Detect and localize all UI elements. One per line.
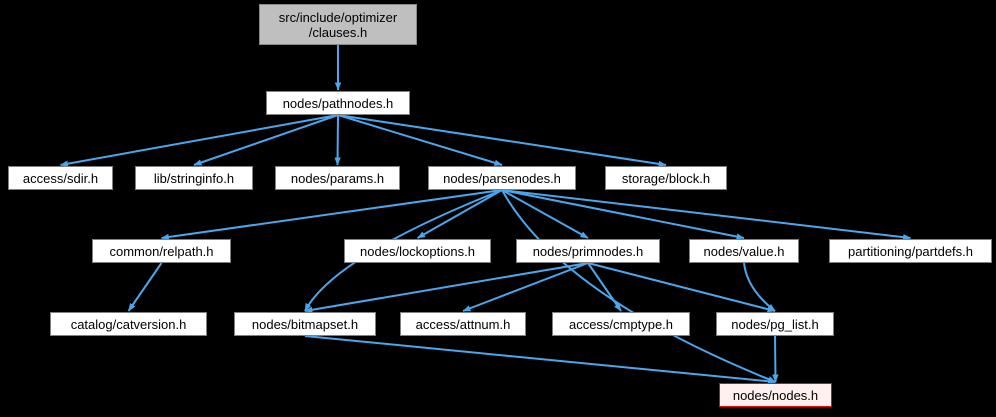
graph-node-sdir[interactable]: access/sdir.h — [8, 166, 113, 190]
edge-relpath-to-catversion — [127, 262, 163, 312]
edge-pathnodes-to-sdir — [60, 114, 339, 167]
graph-node-partdefs[interactable]: partitioning/partdefs.h — [829, 239, 992, 263]
edge-parsenodes-to-relpath — [161, 189, 503, 241]
edge-primnodes-to-cmptype — [587, 262, 622, 312]
edge-parsenodes-to-value — [501, 189, 745, 240]
graph-node-nodes[interactable]: nodes/nodes.h — [719, 383, 832, 407]
graph-node-catversion[interactable]: catalog/catversion.h — [50, 312, 207, 336]
edge-pathnodes-to-stringinfo — [193, 114, 339, 166]
graph-node-relpath[interactable]: common/relpath.h — [92, 239, 231, 263]
edge-bitmapset-to-nodes — [304, 335, 776, 385]
edge-pathnodes-to-params — [334, 114, 341, 166]
graph-node-clauses[interactable]: src/include/optimizer /clauses.h — [259, 4, 417, 45]
graph-node-lockoptions[interactable]: nodes/lockoptions.h — [344, 239, 491, 263]
graph-node-cmptype[interactable]: access/cmptype.h — [552, 312, 690, 336]
graph-node-value[interactable]: nodes/value.h — [689, 239, 799, 263]
edge-parsenodes-to-nodes — [501, 189, 776, 383]
graph-node-pathnodes[interactable]: nodes/pathnodes.h — [266, 91, 410, 115]
graph-node-stringinfo[interactable]: lib/stringinfo.h — [135, 166, 253, 190]
edge-parsenodes-to-partdefs — [501, 189, 911, 241]
graph-node-params[interactable]: nodes/params.h — [275, 166, 400, 190]
graph-node-pg_list[interactable]: nodes/pg_list.h — [716, 312, 834, 336]
edge-primnodes-to-pg_list — [587, 262, 776, 313]
edge-pg_list-to-nodes — [772, 335, 779, 383]
edge-primnodes-to-bitmapset — [304, 262, 589, 313]
edge-parsenodes-to-primnodes — [501, 189, 589, 239]
edge-value-to-pg_list — [743, 262, 776, 312]
graph-node-attnum[interactable]: access/attnum.h — [400, 312, 526, 336]
graph-node-block[interactable]: storage/block.h — [605, 166, 727, 190]
graph-node-parsenodes[interactable]: nodes/parsenodes.h — [428, 166, 576, 190]
graph-node-bitmapset[interactable]: nodes/bitmapset.h — [234, 312, 376, 336]
edge-pathnodes-to-block — [337, 114, 667, 168]
edge-parsenodes-to-lockoptions — [417, 189, 503, 239]
edge-primnodes-to-attnum — [462, 262, 589, 312]
edge-pathnodes-to-parsenodes — [337, 114, 503, 166]
graph-node-primnodes[interactable]: nodes/primnodes.h — [516, 239, 660, 263]
